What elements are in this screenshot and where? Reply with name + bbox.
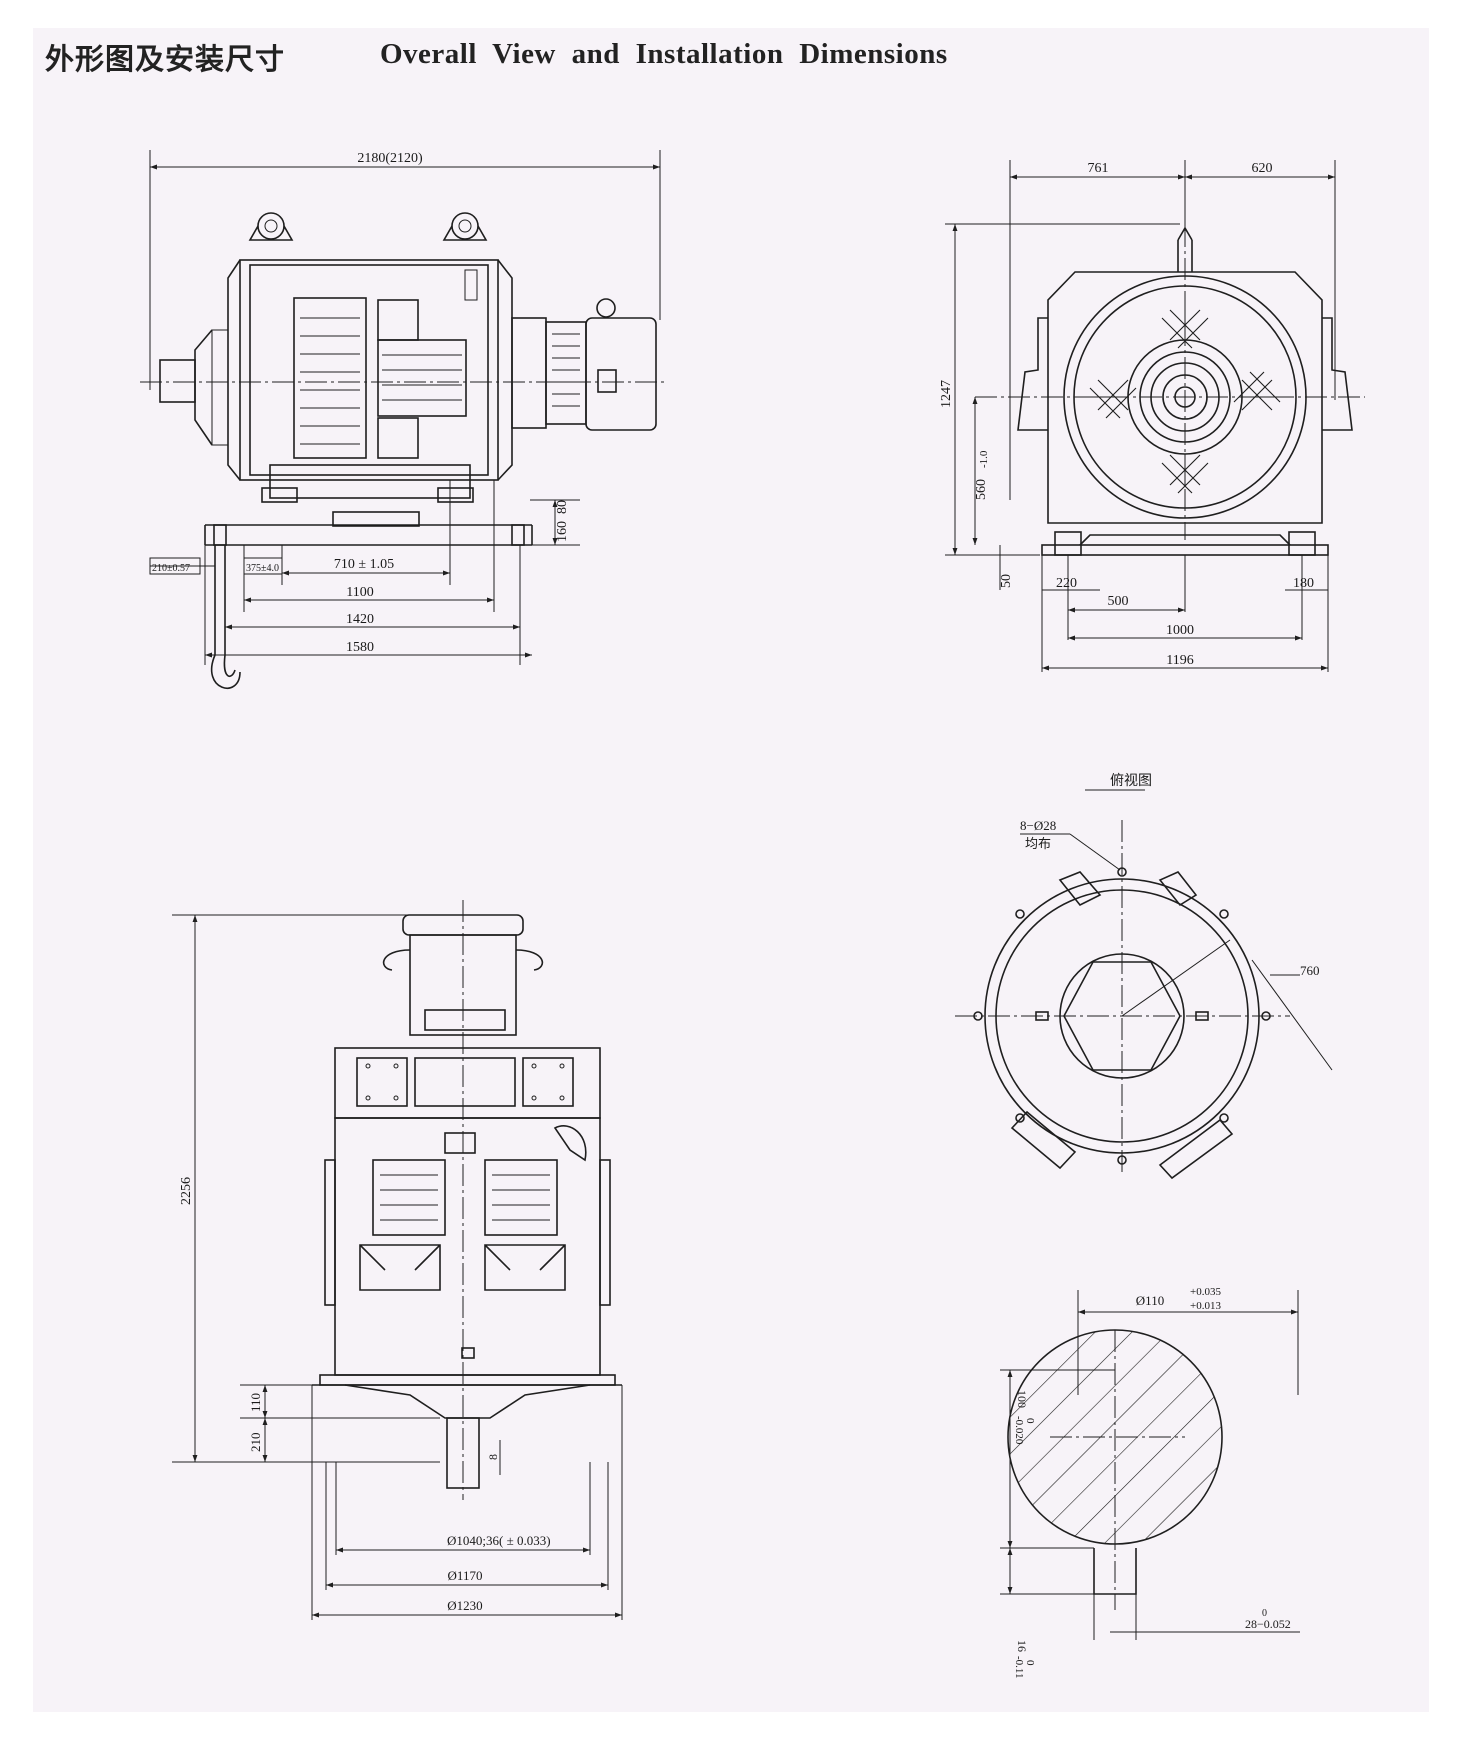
dim-1230: Ø1230 — [447, 1598, 482, 1613]
dim-110: 110 — [248, 1393, 263, 1412]
dim-1040: Ø1040;36( ± 0.033) — [447, 1533, 551, 1548]
dim-560: 560 — [974, 479, 989, 500]
dim-shaft-16: 16 — [1015, 1640, 1029, 1652]
dim-1196: 1196 — [1166, 653, 1193, 668]
dim-shaft-tol-upper: +0.035 — [1190, 1286, 1221, 1298]
dim-1420: 1420 — [346, 612, 374, 627]
dim-210-v: 210 — [248, 1433, 263, 1453]
dim-1100: 1100 — [346, 585, 373, 600]
holes-note: 均布 — [1025, 837, 1051, 852]
dim-1170: Ø1170 — [448, 1568, 483, 1583]
shaft-section: Ø110 +0.035 +0.013 100 0 -0.020 16 0 -0.… — [1000, 1286, 1300, 1679]
dim-8: 8 — [486, 1454, 500, 1460]
dim-760: 760 — [1300, 963, 1320, 978]
lifting-eye-right — [442, 212, 488, 241]
vertical-view: 2256 — [172, 900, 623, 1620]
dim-key-width-zero: 0 — [1262, 1608, 1267, 1619]
dim-50: 50 — [999, 574, 1014, 588]
dim-210: 210±0.57 — [152, 563, 190, 574]
dim-shaft-100-zero: 0 — [1024, 1418, 1036, 1424]
dim-761: 761 — [1088, 161, 1109, 176]
dim-560-tol: -1.0 — [978, 450, 990, 468]
title-chinese: 外形图及安装尺寸 — [45, 42, 286, 76]
holes-spec: 8−Ø28 — [1020, 818, 1056, 833]
dim-375: 375±4.0 — [246, 563, 279, 574]
dim-foot-height: 160 — [555, 521, 570, 542]
dim-shaft-100: 100 — [1015, 1390, 1029, 1408]
top-view: 俯视图 8−Ø28 均布 760 — [955, 773, 1333, 1180]
dim-foot-height-b: 80 — [555, 500, 570, 514]
dim-500: 500 — [1108, 594, 1129, 609]
dim-shaft-16-zero: 0 — [1024, 1660, 1036, 1666]
dim-620: 620 — [1252, 161, 1273, 176]
dim-1000: 1000 — [1166, 623, 1194, 638]
dim-1580: 1580 — [346, 640, 374, 655]
dim-shaft-16-tol: -0.11 — [1013, 1656, 1025, 1679]
dim-key-width: 28−0.052 — [1245, 1617, 1291, 1631]
dim-220: 220 — [1056, 576, 1077, 591]
dim-2256: 2256 — [179, 1177, 194, 1205]
dim-shaft-dia: Ø110 — [1136, 1293, 1164, 1308]
dim-180: 180 — [1293, 576, 1314, 591]
top-view-label: 俯视图 — [1110, 773, 1152, 789]
lifting-eye-left — [248, 212, 294, 241]
dim-shaft-100-tol: -0.020 — [1013, 1416, 1025, 1445]
title-english: Overall View and Installation Dimensions — [380, 38, 948, 70]
side-view: 2180(2120) — [140, 150, 668, 689]
dim-overall-length: 2180(2120) — [357, 151, 423, 166]
dim-1247: 1247 — [939, 380, 954, 408]
end-view: 761 620 — [939, 160, 1365, 672]
dim-shaft-tol-lower: +0.013 — [1190, 1300, 1221, 1312]
dim-710: 710 ± 1.05 — [334, 557, 394, 572]
